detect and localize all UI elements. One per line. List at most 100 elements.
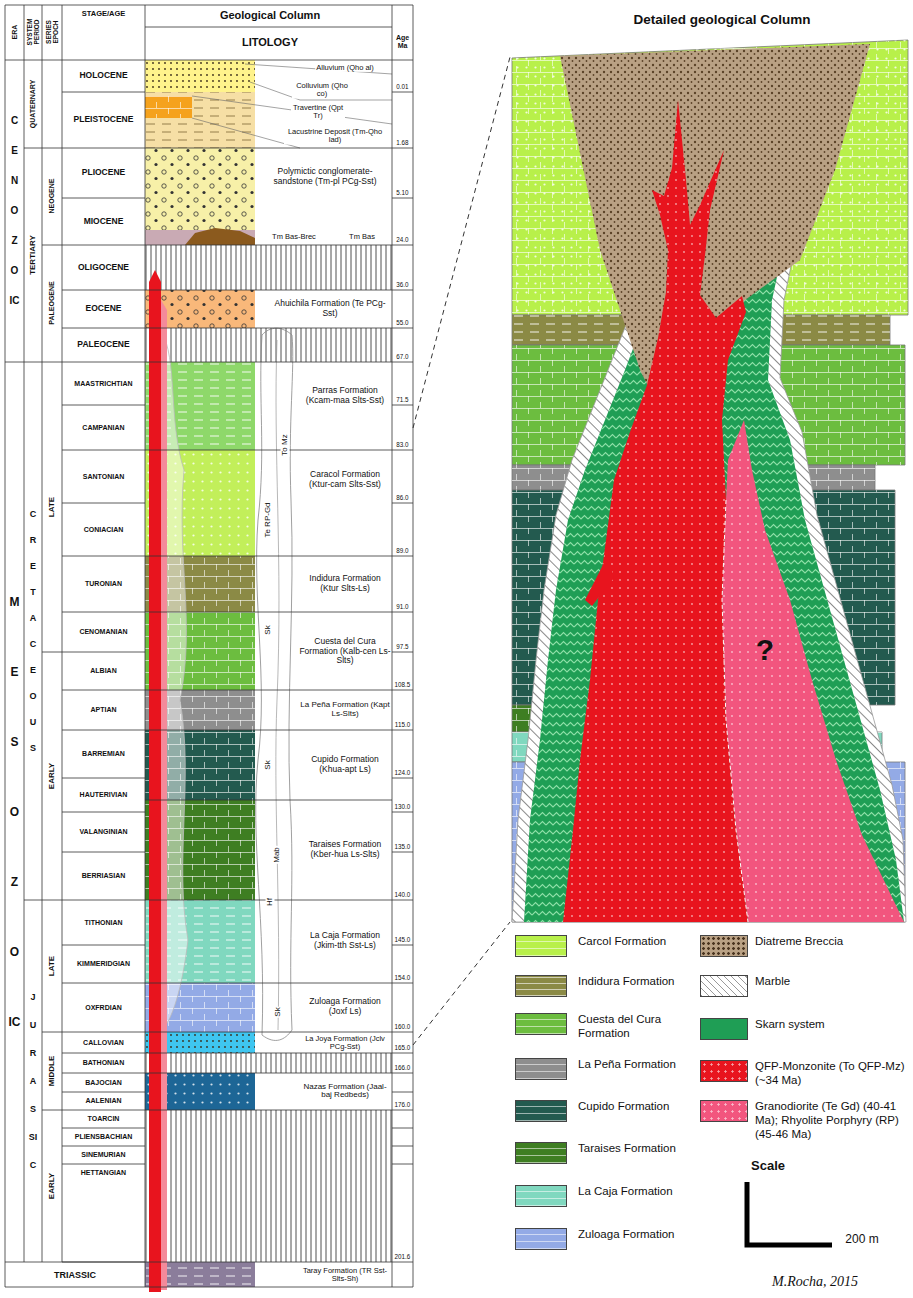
formation-label: Cupido Formation (Khua-apt Ls) (299, 755, 391, 774)
hiatus-band-pattern (145, 328, 392, 362)
epoch-label: MIDDLE (48, 1056, 57, 1087)
legend-text: La Peña Formation (578, 1058, 694, 1072)
era-label: CENOZOIC (10, 106, 20, 316)
header-label: ERA (11, 25, 19, 40)
age-label: 67.0 (396, 353, 408, 360)
age-label: 108.5 (395, 681, 411, 688)
epoch-label: PALEOGENE (48, 281, 56, 324)
intrusion-bar (149, 270, 161, 1292)
age-label: 166.0 (395, 1064, 411, 1071)
period-label: CRETACEOUS (29, 501, 38, 761)
age-label: 71.5 (396, 396, 408, 403)
legend-text: Marble (755, 975, 907, 989)
stage-label: PALEOCENE (77, 340, 129, 350)
lithology-band-pattern (145, 60, 255, 92)
formation-label: Tm Bas-Brec (271, 233, 317, 241)
hiatus-band-pattern (145, 1053, 392, 1073)
stage-label: APTIAN (90, 706, 116, 714)
age-label: 160.0 (395, 1023, 411, 1030)
legend-swatch (700, 1060, 748, 1082)
formation-label: Tm Bas (348, 233, 376, 241)
legend-text: QFP-Monzonite (To QFP-Mz) (~34 Ma) (755, 1060, 907, 1088)
epoch-label: EARLY (48, 763, 57, 789)
legend-text: Cuesta del Cura Formation (578, 1013, 694, 1041)
aureole-label: Sk (274, 1006, 283, 1017)
formation-label: Taray Formation (TR Sst-Slts-Sh) (299, 1266, 391, 1283)
legend-text: La Caja Formation (578, 1185, 694, 1199)
stage-label: EOCENE (86, 304, 122, 314)
stage-label: OXFRDIAN (85, 1004, 122, 1012)
column-title: Geological Column (220, 9, 320, 21)
aureole-label: Mab (273, 846, 282, 864)
question-mark: ? (756, 633, 774, 667)
stage-label: MIOCENE (84, 217, 124, 227)
stage-label: KIMMERIDGIAN (77, 960, 130, 968)
age-label: 89.0 (396, 547, 408, 554)
formation-label: La Joya Formation (Jclv PCg-Sst) (299, 1034, 391, 1051)
stage-label: HOLOCENE (79, 71, 127, 81)
period-label: TERTIARY (29, 235, 38, 275)
age-label: 176.0 (395, 1101, 411, 1108)
formation-label: Parras Formation (Kcam-maa Slts-Sst) (299, 386, 391, 405)
age-label: 86.0 (396, 494, 408, 501)
stage-label: TITHONIAN (84, 919, 122, 927)
artwork (5, 5, 908, 1292)
legend-text: Indidura Formation (578, 975, 694, 989)
legend-text: Cupido Formation (578, 1100, 694, 1114)
granodiorite-body-pattern (722, 420, 904, 922)
monzonite-body (563, 100, 748, 922)
aureole-label: Sk (264, 759, 273, 770)
legend-text: Taraises Formation (578, 1142, 694, 1156)
header-label: SYSTEM PERIOD (26, 14, 41, 50)
header-label: SERIES EPOCH (45, 14, 60, 50)
hiatus-band (145, 245, 392, 290)
hiatus-band (145, 1053, 392, 1073)
stage-label: PLIOCENE (82, 168, 125, 178)
contact-line (192, 96, 392, 124)
legend-swatch (700, 975, 748, 997)
hiatus-band (145, 328, 392, 362)
intrusion-margin (161, 300, 167, 1290)
legend-swatch (515, 1100, 567, 1122)
legend-swatch (700, 1100, 748, 1122)
age-label: 1.68 (396, 139, 408, 146)
stage-label: BAJOCIAN (85, 1079, 122, 1087)
legend-swatch (515, 1013, 567, 1035)
scale-bar (747, 1182, 832, 1245)
age-label: 36.0 (396, 281, 408, 288)
epoch-label: EARLY (48, 1173, 57, 1199)
legend-swatch (515, 1228, 567, 1250)
aureole-label: Hf (266, 897, 275, 907)
age-label: 124.0 (395, 769, 411, 776)
stage-label: ALBIAN (90, 667, 116, 675)
aureole-label: Te RP-Gd (264, 501, 273, 538)
formation-label: Indidura Formation (Ktur Slts-Ls) (299, 574, 391, 593)
scale-label: Scale (751, 1159, 785, 1174)
aureole-label: To Mz (281, 433, 290, 456)
formation-label: Lacustrine Deposit (Tm-Qho lad) (284, 128, 386, 145)
stage-label: BARREMIAN (82, 750, 125, 758)
age-label: 55.0 (396, 319, 408, 326)
column-title: LITOLOGY (242, 36, 298, 48)
legend-swatch (515, 975, 567, 997)
lithology-band (145, 60, 255, 92)
age-label: 165.0 (395, 1044, 411, 1051)
legend-swatch (700, 1018, 748, 1040)
formation-label: Alluvium (Qho al) (315, 64, 375, 72)
stage-label: PLIENSBACHIAN (75, 1133, 133, 1141)
granodiorite-body (722, 420, 904, 922)
legend-swatch (515, 1058, 567, 1080)
travertine-band (145, 96, 192, 118)
stage-label: PLEISTOCENE (74, 115, 134, 125)
stage-label: CALLOVIAN (83, 1039, 124, 1047)
age-label: 135.0 (395, 843, 411, 850)
legend-swatch (515, 1142, 567, 1164)
stage-label: CENOMANIAN (79, 628, 127, 636)
age-label: 145.0 (395, 936, 411, 943)
monzonite-body-pattern (563, 100, 748, 922)
stage-label: SINEMURIAN (81, 1151, 125, 1159)
contact-line (250, 82, 392, 100)
formation-label: Zuloaga Formation (Joxf Ls) (299, 997, 391, 1016)
age-label: 115.0 (395, 721, 410, 728)
formation-label: Cuesta del Cura Formation (Kalb-cen Ls-S… (299, 637, 391, 666)
